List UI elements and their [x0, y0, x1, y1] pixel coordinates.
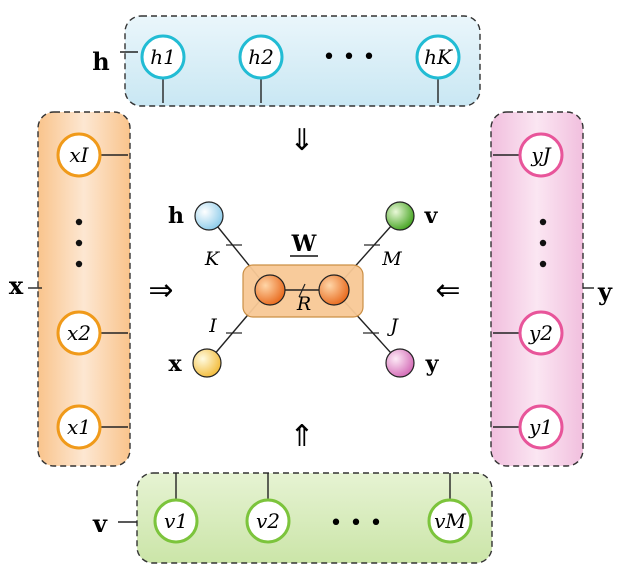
arrow-down: ⇓	[289, 123, 314, 158]
x2-node: x2	[56, 310, 128, 356]
core-node-right	[318, 274, 350, 306]
y-ball	[385, 348, 415, 378]
arrow-right: ⇒	[148, 273, 173, 308]
v-group: v v1 v2 • • • vM	[92, 472, 493, 564]
h2-node: h2	[238, 34, 284, 103]
x-ball-label: x	[168, 351, 182, 377]
y1-node: y1	[493, 404, 564, 450]
y2-node: y2	[493, 310, 564, 356]
x2-node-label: x2	[67, 321, 91, 345]
bond-label: R	[296, 293, 311, 315]
h-group-label: h	[92, 47, 109, 76]
v2-node: v2	[245, 473, 291, 544]
y-ball-label: y	[425, 351, 440, 377]
vM-node-label: vM	[434, 509, 466, 533]
h-group-box	[124, 15, 481, 107]
h-ball-label: h	[168, 203, 184, 229]
dim-I-label: I	[208, 315, 217, 337]
v-group-label: v	[92, 509, 108, 538]
core-node-left	[254, 274, 286, 306]
dim-K-label: K	[204, 248, 221, 270]
y1-node-label: y1	[528, 415, 553, 439]
x1-node: x1	[56, 404, 128, 450]
xI-node-label: xI	[69, 143, 89, 167]
h1-node: h1	[140, 34, 186, 103]
y-group-box	[490, 111, 584, 467]
arrow-up: ⇑	[289, 419, 314, 454]
yJ-node-label: yJ	[530, 143, 551, 167]
h1-node-label: h1	[150, 45, 176, 69]
x-group-label: x	[9, 271, 24, 300]
v1-node: v1	[153, 473, 199, 544]
yJ-node: yJ	[493, 132, 564, 178]
v-ball-label: v	[424, 203, 439, 229]
xI-node: xI	[56, 132, 128, 178]
y-group-label: y	[597, 277, 613, 306]
v2-node-label: v2	[256, 509, 280, 533]
tensor-label: W	[291, 231, 317, 257]
x-vertical-ellipsis	[75, 218, 83, 268]
v-ball	[385, 201, 415, 231]
v-group-box	[136, 472, 493, 564]
dim-M-label: M	[381, 248, 402, 270]
y2-node-label: y2	[528, 321, 553, 345]
hK-node: hK	[415, 34, 461, 103]
x-group-box	[37, 111, 131, 467]
arrow-left: ⇐	[435, 273, 460, 308]
x-ball	[192, 348, 222, 378]
dim-J-label: J	[386, 315, 399, 337]
y-vertical-ellipsis	[539, 218, 547, 268]
bond-tick	[298, 283, 306, 298]
h-group: h h1 h2 • • • hK	[92, 15, 481, 107]
h2-node-label: h2	[248, 45, 274, 69]
x-group: x xI x2 x1	[9, 111, 131, 467]
h-ball	[194, 201, 224, 231]
hK-node-label: hK	[424, 45, 453, 69]
vM-node: vM	[427, 473, 473, 544]
v-ellipsis: • • •	[330, 511, 383, 536]
v1-node-label: v1	[164, 509, 188, 533]
central-network: W R h v x y K M I J	[168, 201, 440, 378]
y-group: y yJ y2 y1	[490, 111, 613, 467]
x1-node-label: x1	[67, 415, 91, 439]
h-ellipsis: • • •	[323, 45, 376, 70]
